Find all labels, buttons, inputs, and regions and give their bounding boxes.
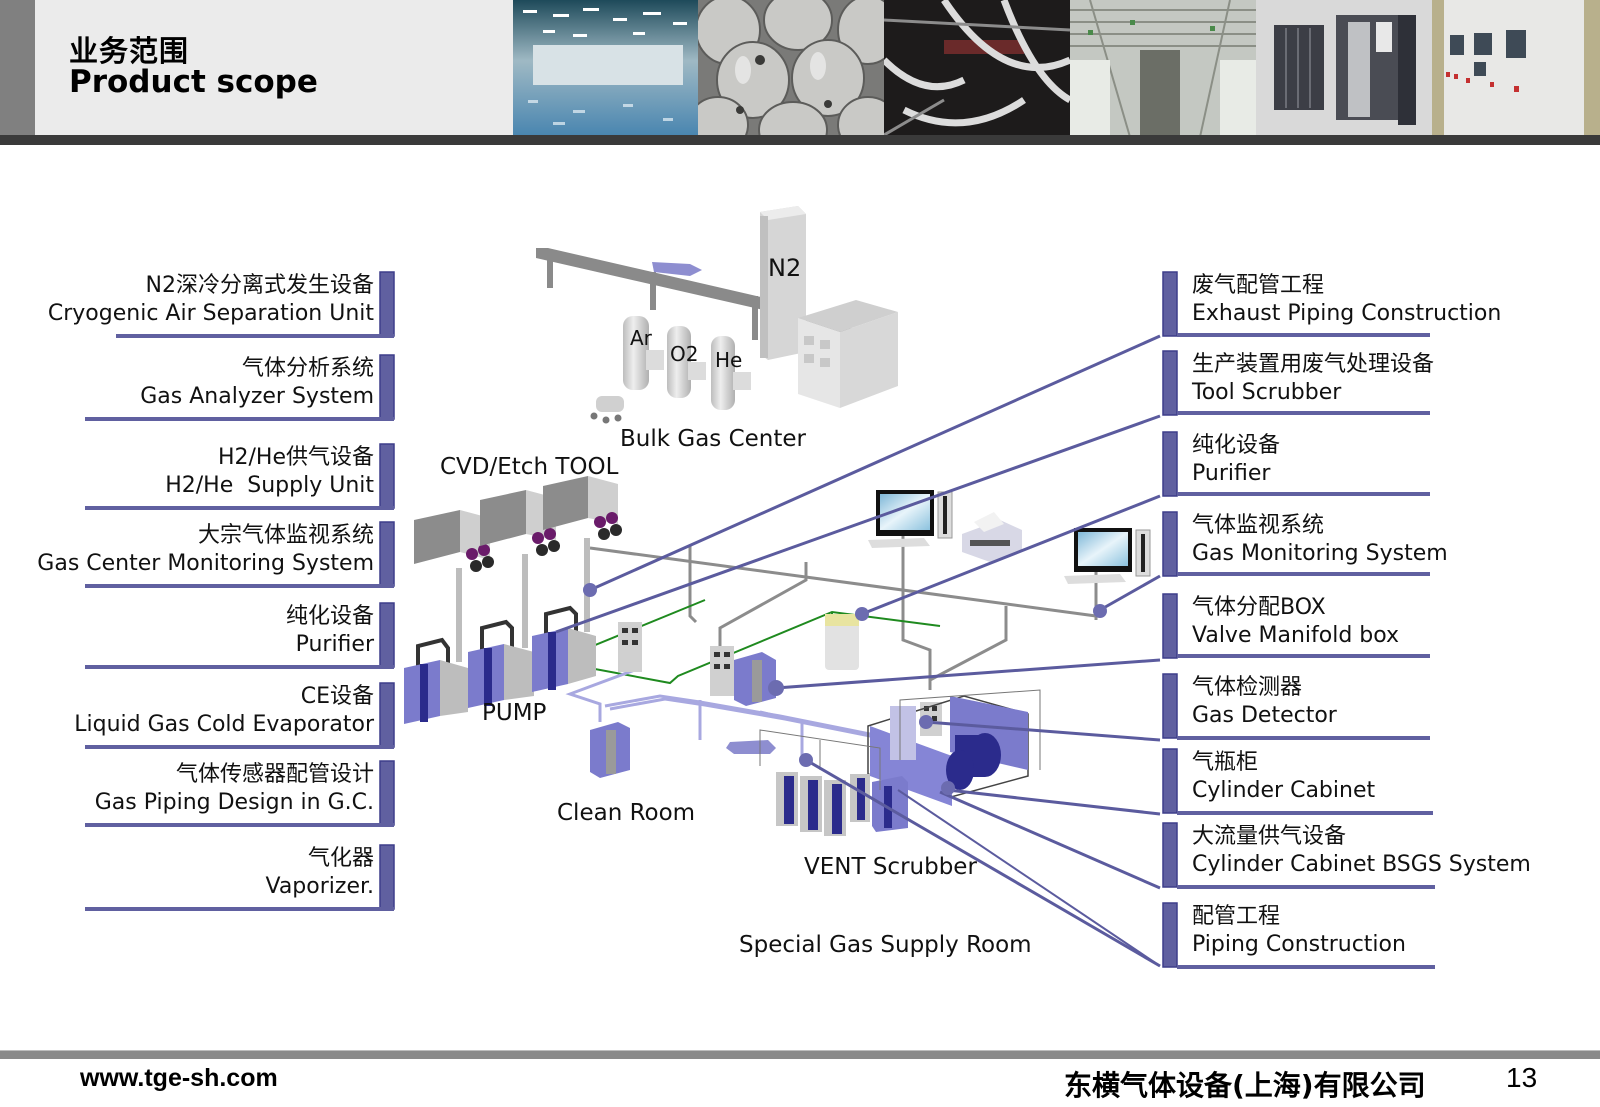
label-en: Gas Monitoring System [1192,541,1448,566]
special-gas-supply-room-label: Special Gas Supply Room [739,932,1032,958]
label-cn: 生产装置用废气处理设备 [1192,352,1435,377]
label-cn: 气体监视系统 [1192,513,1325,538]
pump-units-graphic [404,605,596,724]
bulk-gas-center-label: Bulk Gas Center [620,426,806,452]
label-cn: 废气配管工程 [1192,273,1325,298]
page-number: 13 [1506,1062,1538,1093]
clean-room-cabinets [590,652,776,778]
label-cn: 大宗气体监视系统 [197,523,374,548]
right-label-cylinder-cabinet: 气瓶柜 Cylinder Cabinet [1192,749,1375,805]
ar-tank-label: Ar [630,326,652,350]
label-en: Valve Manifold box [1192,623,1400,648]
header-title-box: 业务范围 Product scope [35,0,513,135]
clean-room-label: Clean Room [557,800,696,826]
label-en: Exhaust Piping Construction [1192,301,1502,326]
left-label-brackets [85,271,395,911]
process-diagram [85,206,1435,969]
o2-tank-label: O2 [670,342,699,366]
right-label-purifier: 纯化设备 Purifier [1192,432,1280,488]
footer-divider-bar [0,1050,1600,1059]
bulk-gas-center-graphic [536,206,898,424]
cvd-etch-tool-label: CVD/Etch TOOL [440,454,619,480]
purifier-unit-graphic [825,614,859,670]
label-en: Purifier [1192,461,1271,486]
right-label-piping-construction: 配管工程 Piping Construction [1192,903,1406,959]
callout-anchor-dots [583,583,1107,795]
right-label-brackets [1162,271,1435,969]
label-cn: 气瓶柜 [1192,750,1259,775]
left-label-gas-piping-design: 气体传感器配管设计 Gas Piping Design in G.C. [95,761,374,817]
clean-room-photo [513,0,698,135]
right-label-valve-manifold-box: 气体分配BOX Valve Manifold box [1192,594,1399,650]
label-cn: 气体检测器 [1192,675,1303,700]
left-label-gas-analyzer: 气体分析系统 Gas Analyzer System [140,355,374,411]
control-panels-photo [1432,0,1600,135]
label-en: Vaporizer. [265,874,374,899]
right-label-gas-detector: 气体检测器 Gas Detector [1192,674,1337,730]
label-en: Liquid Gas Cold Evaporator [74,712,374,737]
cvd-etch-tool-graphic [414,476,622,662]
page-title-cn: 业务范围 [69,34,190,68]
monitoring-computer-1 [868,490,953,548]
label-en: Piping Construction [1192,932,1406,957]
header-accent-strip [0,0,35,135]
label-cn: 大流量供气设备 [1192,824,1347,849]
label-cn: 气体传感器配管设计 [175,762,374,787]
monitoring-computer-2 [1064,528,1151,584]
label-en: Cryogenic Air Separation Unit [47,301,374,326]
n2-tank-label: N2 [768,254,802,282]
clean-room-piping [565,666,906,760]
right-label-gas-monitoring: 气体监视系统 Gas Monitoring System [1192,512,1448,568]
gas-cabinets-photo [1256,0,1432,135]
gas-cylinders-photo [698,0,884,135]
label-en: Gas Center Monitoring System [37,551,374,576]
he-tank-label: He [715,348,743,372]
flow-arrow-icon [726,740,776,754]
tanker-truck-icon [590,396,624,424]
label-cn: 气化器 [307,846,374,871]
special-gas-supply-graphic [759,689,1041,836]
flow-arrow-icon [652,262,702,276]
left-label-purifier: 纯化设备 Purifier [286,603,374,659]
pump-label: PUMP [482,700,547,726]
label-cn: H2/He供气设备 [217,445,374,470]
label-en: Gas Analyzer System [140,384,374,409]
callout-leader-lines [555,334,1161,968]
page-title-en: Product scope [69,64,318,100]
header: 业务范围 Product scope [0,0,1600,145]
label-cn: 纯化设备 [1192,433,1281,458]
left-label-ce-equipment: CE设备 Liquid Gas Cold Evaporator [74,683,374,739]
left-label-h2-he-supply: H2/He供气设备 H2/He Supply Unit [165,444,374,500]
right-label-bsgs-system: 大流量供气设备 Cylinder Cabinet BSGS System [1192,823,1531,879]
label-cn: 气体分析系统 [241,356,374,381]
label-en: Tool Scrubber [1192,380,1342,405]
printer-icon [962,512,1022,562]
label-cn: 纯化设备 [285,604,374,629]
left-label-vaporizer: 气化器 Vaporizer. [265,845,374,901]
label-cn: 气体分配BOX [1192,595,1326,620]
label-en: Gas Detector [1192,703,1337,728]
label-en: H2/He Supply Unit [165,473,374,498]
ceiling-piping-photo [1070,0,1256,135]
label-en: Purifier [295,632,374,657]
label-cn: CE设备 [300,684,374,709]
left-label-gas-center-monitoring: 大宗气体监视系统 Gas Center Monitoring System [37,522,374,578]
label-cn: N2深冷分离式发生设备 [145,273,374,298]
label-cn: 配管工程 [1192,904,1281,929]
label-en: Cylinder Cabinet [1192,778,1376,803]
left-label-cryogenic-air-separation: N2深冷分离式发生设备 Cryogenic Air Separation Uni… [48,272,374,328]
piping-photo [884,0,1070,135]
right-label-tool-scrubber: 生产装置用废气处理设备 Tool Scrubber [1192,351,1434,407]
vent-scrubber-label: VENT Scrubber [804,854,977,880]
header-divider-bar [0,135,1600,145]
footer-website-link[interactable]: www.tge-sh.com [80,1064,278,1092]
label-en: Cylinder Cabinet BSGS System [1192,852,1531,877]
label-en: Gas Piping Design in G.C. [94,790,374,815]
right-label-exhaust-piping: 废气配管工程 Exhaust Piping Construction [1192,272,1501,328]
footer-company-name: 东横气体设备(上海)有限公司 [1064,1069,1426,1102]
